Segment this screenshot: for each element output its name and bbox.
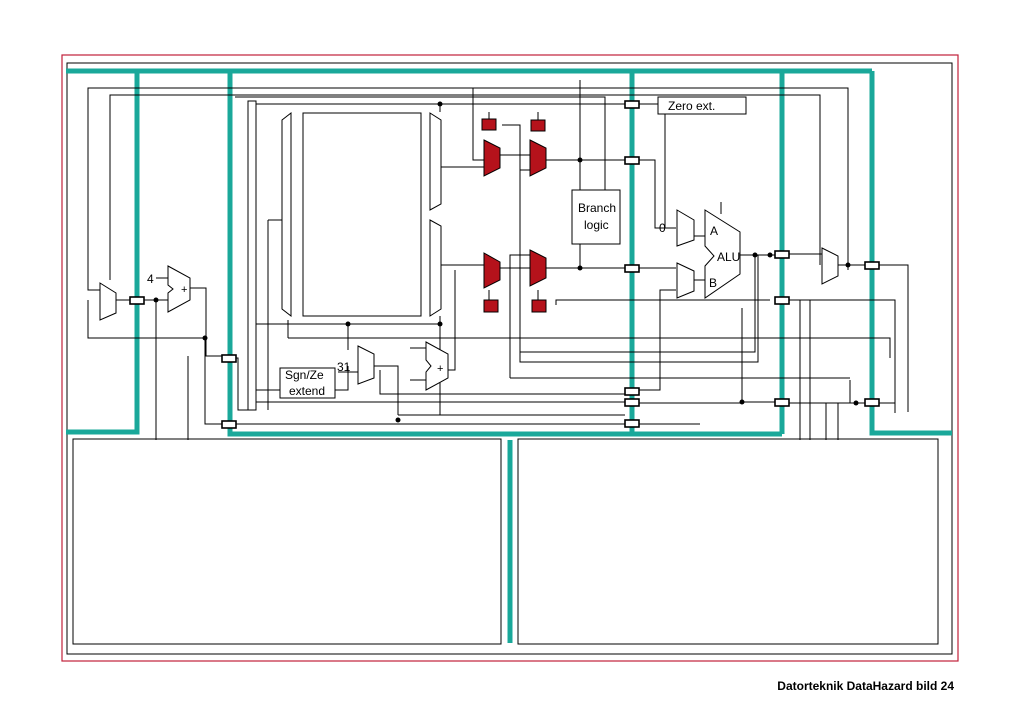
junction-dots	[153, 101, 859, 423]
pc-mux	[99, 282, 117, 321]
forward-ctrl-a2	[530, 119, 546, 132]
branch-logic-label-line2: logic	[584, 218, 609, 232]
forwarding-units	[481, 118, 547, 313]
forward-mux-b2	[529, 249, 547, 287]
forward-mux-a1	[483, 139, 501, 177]
alu-input-a-label: A	[710, 224, 718, 238]
wires	[87, 80, 909, 440]
lower-right-box	[517, 438, 939, 645]
const-zero-label: 0	[659, 221, 666, 235]
const-four-label: 4	[147, 272, 154, 286]
sign-extend-label-line1: Sgn/Ze	[285, 368, 324, 382]
register-file	[247, 100, 442, 411]
pipeline-stage-lines	[66, 68, 952, 643]
pc-adder	[167, 265, 191, 313]
branch-adder	[425, 341, 449, 391]
writeback-mux	[821, 247, 839, 285]
forward-ctrl-b2	[531, 299, 547, 313]
forward-ctrl-a1	[481, 118, 497, 131]
branch-logic-unit	[571, 189, 621, 245]
adder-plus-label: +	[181, 284, 187, 296]
shift-mux	[357, 345, 375, 385]
outer-red-frame	[61, 54, 959, 662]
slide-caption: Datorteknik DataHazard bild 24	[777, 679, 954, 693]
alu-b-mux	[676, 262, 695, 299]
alu-unit	[704, 209, 741, 299]
forward-mux-a2	[529, 139, 547, 177]
sign-extend-label-line2: extend	[289, 384, 325, 398]
alu-label: ALU	[717, 250, 740, 264]
alu-input-b-label: B	[709, 276, 717, 290]
branch-logic-label-line1: Branch	[578, 201, 616, 215]
pipeline-latches	[129, 100, 880, 429]
lower-left-box	[72, 438, 502, 645]
forward-mux-b1	[483, 252, 501, 289]
forward-ctrl-b1	[483, 299, 499, 313]
sign-extend-unit	[279, 367, 336, 399]
const-31-label: 31	[337, 360, 351, 374]
inner-black-frame	[66, 62, 953, 655]
alu-a-mux	[676, 209, 695, 247]
zero-ext-label: Zero ext.	[668, 99, 715, 113]
branch-adder-plus-label: +	[437, 363, 443, 375]
zero-ext-unit	[657, 96, 747, 115]
